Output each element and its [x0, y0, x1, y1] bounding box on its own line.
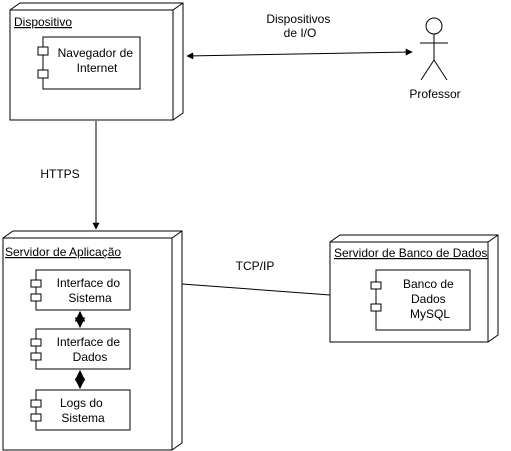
- node-dispositivo[interactable]: Dispositivo Navegador de Internet: [9, 2, 184, 121]
- stick-figure-icon: [420, 17, 448, 81]
- node-servidor-banco[interactable]: Servidor de Banco de Dados Banco de Dado…: [329, 234, 499, 343]
- edge-tcpip[interactable]: [181, 283, 331, 296]
- node-servidor-banco-title: Servidor de Banco de Dados: [334, 246, 487, 260]
- component-logs-sistema-label: Logs do Sistema: [60, 396, 106, 425]
- component-interface-sistema[interactable]: Interface do Sistema: [30, 269, 131, 311]
- component-interface-dados[interactable]: Interface de Dados: [30, 328, 131, 370]
- component-port-icon: [30, 399, 42, 408]
- actor-professor[interactable]: Professor: [409, 17, 461, 101]
- edge-io-label: Dispositivos de I/O: [266, 12, 333, 40]
- component-interface-sistema-label: Interface do Sistema: [57, 276, 124, 305]
- component-banco-dados-label: Banco de Dados MySQL: [403, 277, 457, 321]
- edge-https-label: HTTPS: [40, 167, 79, 181]
- component-navegador-label: Navegador de Internet: [58, 46, 137, 75]
- component-banco-dados[interactable]: Banco de Dados MySQL: [370, 269, 471, 331]
- component-interface-dados-label: Interface de Dados: [57, 335, 124, 364]
- node-servidor-aplicacao-title: Servidor de Aplicação: [5, 245, 121, 259]
- component-port-icon: [37, 46, 49, 56]
- node-dispositivo-title: Dispositivo: [14, 15, 72, 29]
- component-port-icon: [37, 69, 49, 79]
- actor-professor-label: Professor: [409, 87, 460, 101]
- component-navegador[interactable]: Navegador de Internet: [37, 36, 141, 90]
- component-port-icon: [30, 293, 42, 302]
- component-port-icon: [370, 281, 382, 290]
- component-port-icon: [30, 352, 42, 361]
- component-port-icon: [370, 303, 382, 312]
- edge-io[interactable]: [186, 48, 413, 60]
- component-logs-sistema[interactable]: Logs do Sistema: [30, 389, 131, 431]
- component-port-icon: [30, 338, 42, 347]
- component-port-icon: [30, 279, 42, 288]
- component-port-icon: [30, 413, 42, 422]
- edge-tcpip-label: TCP/IP: [236, 259, 275, 273]
- node-servidor-aplicacao[interactable]: Servidor de Aplicação Interface do Siste…: [2, 230, 183, 451]
